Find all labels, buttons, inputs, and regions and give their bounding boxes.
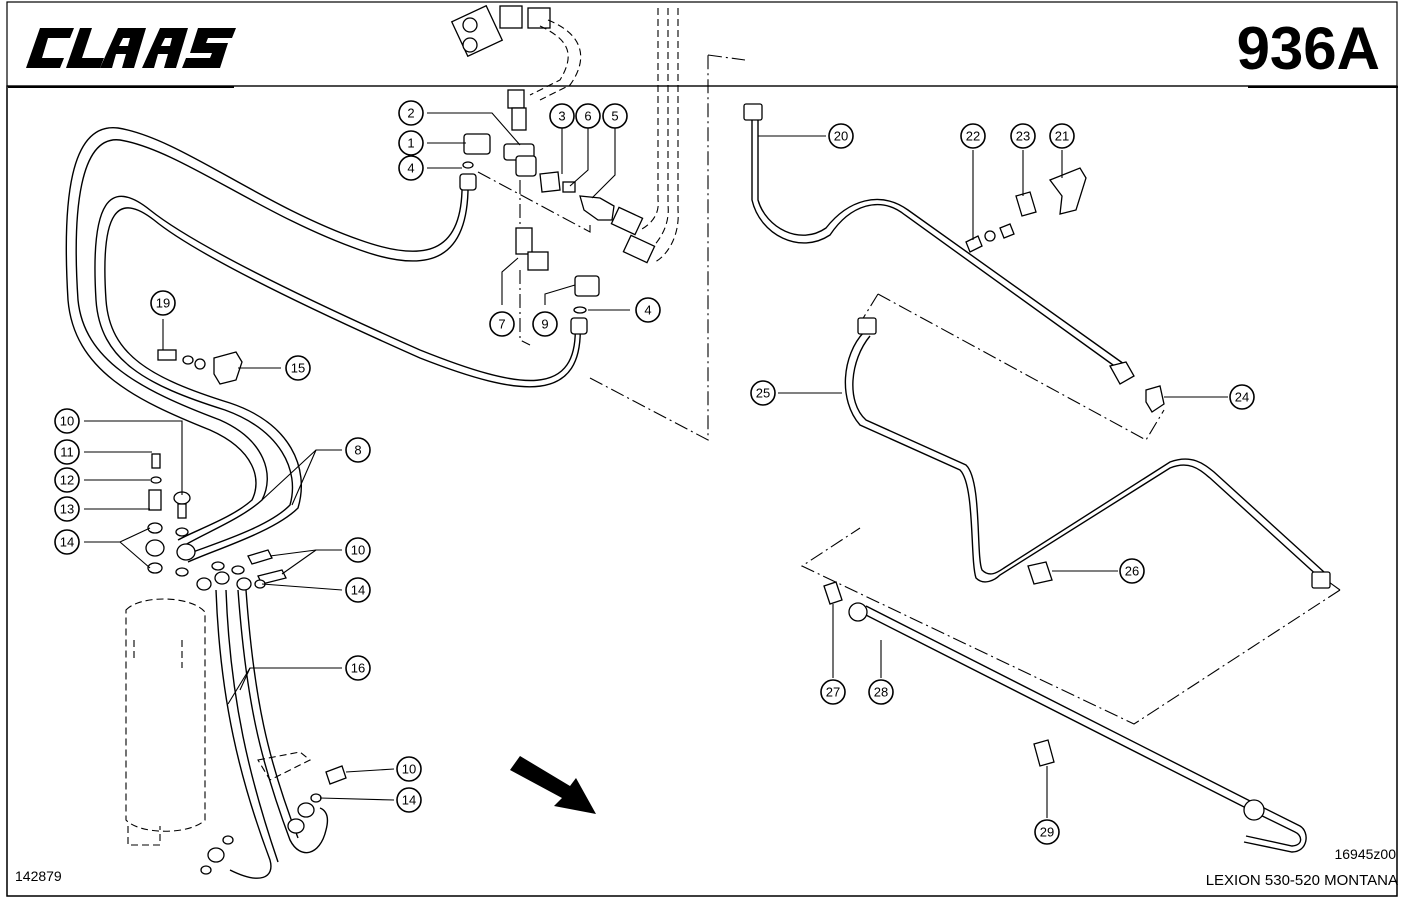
callout-24: 24 (1229, 384, 1255, 410)
svg-text:13: 13 (60, 502, 74, 517)
svg-text:26: 26 (1125, 564, 1139, 579)
callout-12: 12 (54, 467, 80, 493)
svg-text:14: 14 (351, 583, 365, 598)
callout-22: 22 (960, 123, 986, 149)
callout-6: 6 (575, 103, 601, 129)
figure-code: 16945z00 (1334, 846, 1396, 862)
callout-3: 3 (549, 103, 575, 129)
svg-text:2: 2 (407, 106, 414, 121)
header-rule-right (1248, 86, 1398, 88)
svg-text:19: 19 (156, 296, 170, 311)
clamp-assembly-15 (157, 349, 243, 385)
callout-23: 23 (1010, 123, 1036, 149)
callout-4: 4 (398, 155, 424, 181)
svg-text:4: 4 (644, 303, 651, 318)
svg-text:8: 8 (354, 443, 361, 458)
callout-10b: 10 (345, 537, 371, 563)
callout-14c: 14 (396, 787, 422, 813)
svg-text:3: 3 (558, 109, 565, 124)
hose-8-inner (65, 127, 463, 541)
callout-8: 8 (345, 437, 371, 463)
callout-2: 2 (398, 100, 424, 126)
callout-5: 5 (602, 103, 628, 129)
svg-text:28: 28 (874, 685, 888, 700)
callout-14: 14 (54, 529, 80, 555)
svg-text:15: 15 (291, 361, 305, 376)
hose-8-outer (75, 139, 469, 549)
flow-direction-arrow (510, 756, 596, 814)
svg-text:11: 11 (60, 445, 74, 460)
svg-text:25: 25 (756, 386, 770, 401)
claas-logo (26, 28, 236, 68)
callout-28: 28 (868, 679, 894, 705)
model-name: LEXION 530-520 MONTANA (1205, 872, 1398, 889)
leader-lines (84, 112, 1228, 818)
callout-29: 29 (1034, 819, 1060, 845)
svg-text:4: 4 (407, 161, 414, 176)
svg-text:10: 10 (60, 414, 74, 429)
svg-text:23: 23 (1016, 129, 1030, 144)
fasteners-group (145, 453, 287, 591)
page-number: 936A (1236, 15, 1380, 82)
svg-text:1: 1 (407, 136, 414, 151)
pipe-25 (844, 331, 1321, 583)
filter-housing (125, 598, 312, 846)
svg-text:6: 6 (584, 109, 591, 124)
callout-14b: 14 (345, 577, 371, 603)
drawing-border (6, 85, 1398, 897)
bracket-assembly-21 (965, 167, 1087, 253)
callout-10c: 10 (396, 756, 422, 782)
hose-16-a (215, 589, 272, 879)
callout-4b: 4 (635, 297, 661, 323)
callout-1: 1 (398, 130, 424, 156)
callout-16: 16 (345, 655, 371, 681)
callout-20: 20 (828, 123, 854, 149)
svg-text:10: 10 (351, 543, 365, 558)
svg-text:14: 14 (60, 535, 74, 550)
fitting-stack (462, 89, 656, 314)
callout-19: 19 (150, 290, 176, 316)
svg-text:5: 5 (611, 109, 618, 124)
valve-block (450, 4, 551, 58)
svg-text:10: 10 (402, 762, 416, 777)
svg-text:7: 7 (498, 317, 505, 332)
pipe-28 (859, 611, 1302, 847)
header-rule-left (8, 86, 234, 88)
callout-7: 7 (489, 311, 515, 337)
svg-text:16: 16 (351, 661, 365, 676)
svg-text:22: 22 (966, 129, 980, 144)
callout-27: 27 (820, 679, 846, 705)
pipe-20 (751, 118, 1121, 371)
svg-text:12: 12 (60, 473, 74, 488)
svg-text:9: 9 (541, 317, 548, 332)
callout-25: 25 (750, 380, 776, 406)
drawing-number: 142879 (15, 868, 62, 884)
callout-9: 9 (532, 311, 558, 337)
svg-text:24: 24 (1235, 390, 1249, 405)
svg-text:14: 14 (402, 793, 416, 808)
page-border (6, 1, 1398, 897)
callout-13: 13 (54, 496, 80, 522)
callout-21: 21 (1049, 123, 1075, 149)
svg-text:21: 21 (1055, 129, 1069, 144)
callout-10: 10 (54, 408, 80, 434)
callout-11: 11 (54, 439, 80, 465)
svg-text:27: 27 (826, 685, 840, 700)
svg-text:20: 20 (834, 129, 848, 144)
callout-15: 15 (285, 355, 311, 381)
callout-26: 26 (1119, 558, 1145, 584)
svg-text:29: 29 (1040, 825, 1054, 840)
